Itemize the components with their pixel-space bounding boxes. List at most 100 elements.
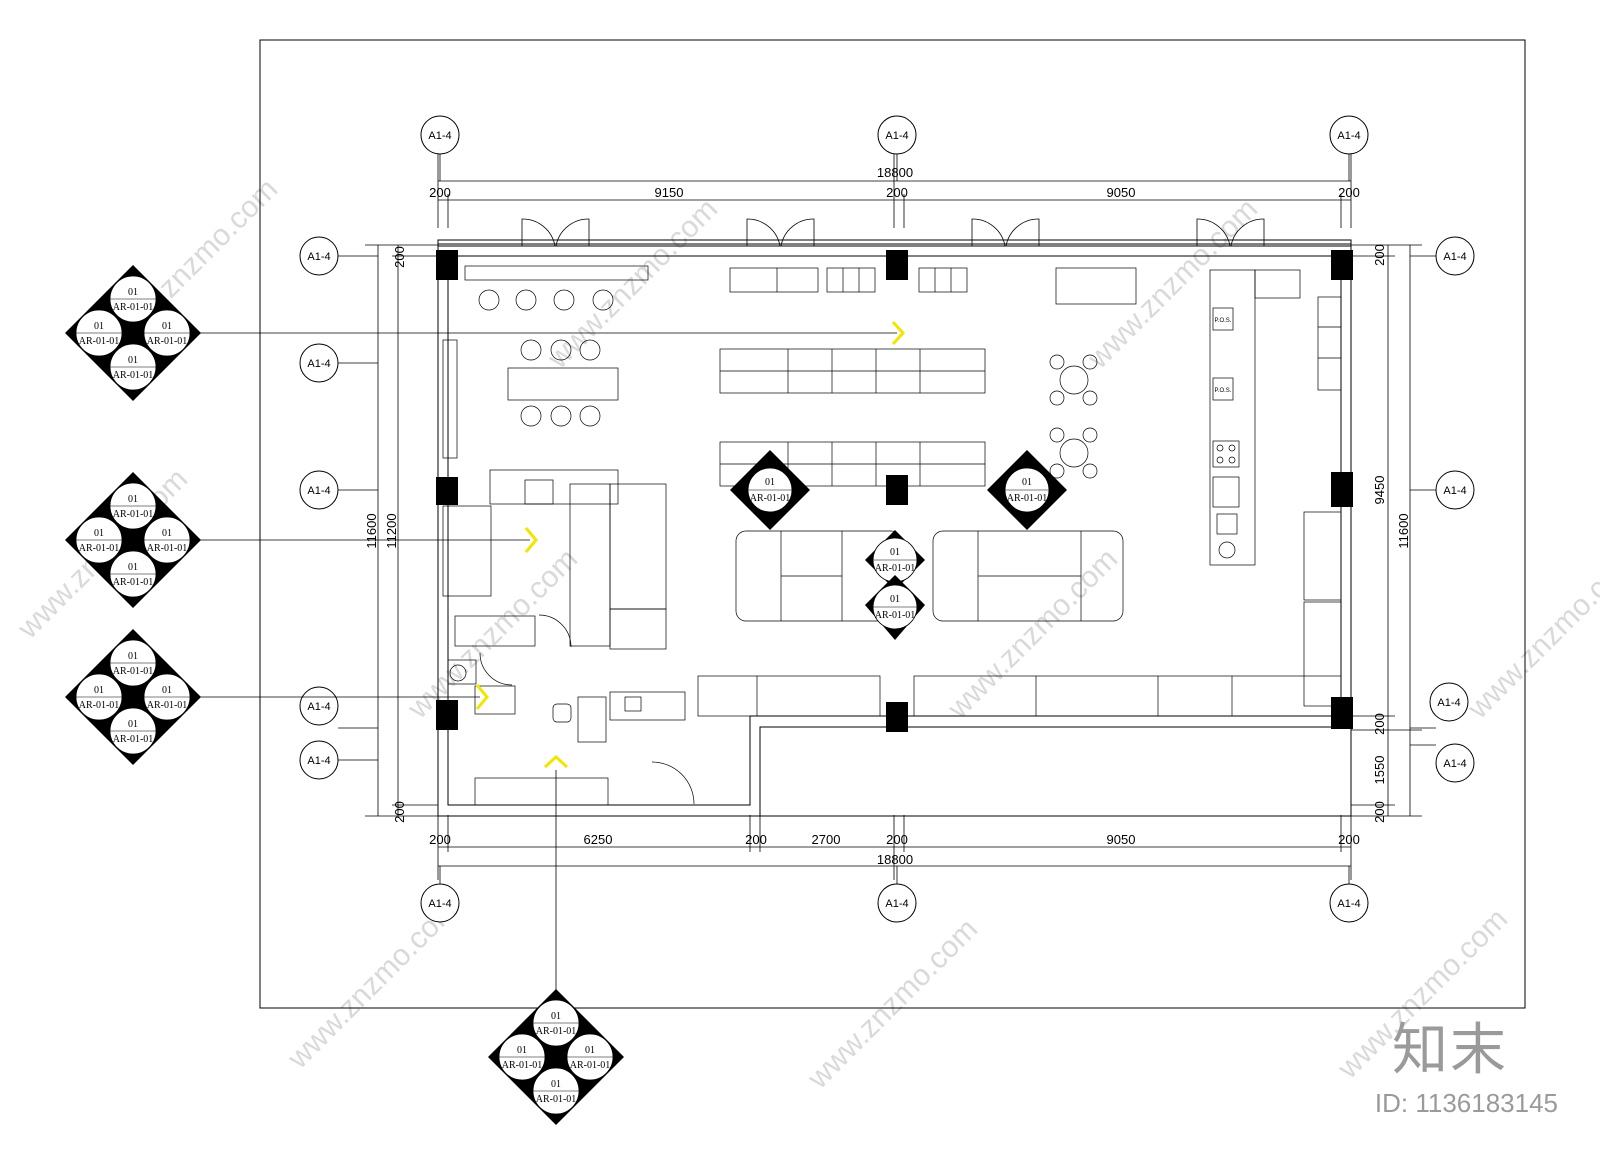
marker-sheet: AR-01-01	[570, 1060, 611, 1071]
marker-leaders	[200, 332, 897, 990]
grid-label: A1-4	[1337, 898, 1360, 910]
marker-sheet: AR-01-01	[113, 734, 154, 745]
dim-bottom-seg: 200	[745, 832, 767, 847]
marker-sheet: AR-01-01	[113, 666, 154, 677]
watermark-text: www.znzmo.com	[541, 192, 724, 375]
dim-left-inner: 11200	[384, 513, 399, 548]
dim-right-low: 1550	[1372, 756, 1387, 785]
left-dimensions	[365, 244, 438, 817]
pos-label: P.O.S.	[1215, 318, 1232, 324]
dim-right-top: 200	[1372, 244, 1387, 266]
dim-right-bottom: 200	[1372, 801, 1387, 823]
grid-label: A1-4	[1337, 130, 1360, 142]
marker-sheet: AR-01-01	[536, 1026, 577, 1037]
right-dimensions	[1351, 244, 1422, 817]
dim-right-outer: 11600	[1396, 513, 1411, 548]
marker-number: 01	[128, 287, 138, 298]
marker-sheet: AR-01-01	[79, 700, 120, 711]
grid-bubble-labels: A1-4 A1-4 A1-4 A1-4 A1-4 A1-4 A1-4 A1-4 …	[307, 130, 1466, 910]
marker-number: 01	[551, 1079, 561, 1090]
marker-number: 01	[585, 1045, 595, 1056]
marker-number: 01	[517, 1045, 527, 1056]
marker-sheet: AR-01-01	[113, 370, 154, 381]
marker-diamond	[65, 265, 201, 401]
marker-sheet: AR-01-01	[750, 493, 791, 504]
elevation-marker-small: 01 AR-01-01	[987, 450, 1067, 530]
marker-sheet: AR-01-01	[502, 1060, 543, 1071]
marker-number: 01	[94, 685, 104, 696]
columns	[436, 250, 1353, 732]
grid-bubble-leaders	[338, 154, 1436, 884]
grid-label: A1-4	[307, 701, 330, 713]
marker-sheet: AR-01-01	[113, 302, 154, 313]
marker-sheet: AR-01-01	[147, 700, 188, 711]
dim-bottom-seg: 6250	[584, 832, 613, 847]
pos-label: P.O.S.	[1215, 388, 1232, 394]
marker-sheet: AR-01-01	[875, 563, 916, 574]
dim-bottom-seg: 9050	[1107, 832, 1136, 847]
watermark-text: www.znzmo.com	[801, 912, 984, 1095]
dim-bottom-seg: 200	[886, 832, 908, 847]
grid-label: A1-4	[1443, 758, 1466, 770]
view-arrows	[475, 320, 906, 769]
marker-number: 01	[890, 594, 900, 605]
elevation-marker-small: 01 AR-01-01	[865, 575, 925, 640]
marker-number: 01	[1022, 477, 1032, 488]
entrance-doors	[521, 218, 1265, 247]
grid-label: A1-4	[428, 898, 451, 910]
marker-sheet: AR-01-01	[147, 543, 188, 554]
grid-label: A1-4	[1443, 251, 1466, 263]
dim-bottom-seg: 200	[429, 832, 451, 847]
dim-right-mid: 200	[1372, 713, 1387, 735]
marker-sheet: AR-01-01	[1007, 493, 1048, 504]
grid-label: A1-4	[1437, 697, 1460, 709]
dim-top-seg: 9150	[655, 185, 684, 200]
watermark-text: www.znzmo.com	[941, 542, 1124, 725]
grid-label: A1-4	[307, 251, 330, 263]
dim-left-outer: 11600	[364, 513, 379, 548]
marker-number: 01	[765, 477, 775, 488]
marker-number: 01	[128, 651, 138, 662]
grid-label: A1-4	[307, 358, 330, 370]
marker-number: 01	[94, 528, 104, 539]
watermark-text: www.znzmo.com	[1081, 192, 1264, 375]
dim-bottom-seg: 200	[1338, 832, 1360, 847]
marker-number: 01	[94, 321, 104, 332]
marker-diamond	[65, 629, 201, 765]
sheet-frame	[259, 39, 1526, 1009]
brand-logo: 知末	[1392, 1018, 1508, 1083]
grid-label: A1-4	[307, 485, 330, 497]
dim-left-top: 200	[392, 246, 407, 268]
grid-bubbles	[299, 115, 1475, 923]
marker-sheet: AR-01-01	[79, 336, 120, 347]
section-marker-group: 01AR-01-0101AR-01-0101AR-01-0101AR-01-01…	[65, 265, 624, 1125]
grid-label: A1-4	[307, 755, 330, 767]
dim-total-top: 18800	[877, 165, 913, 180]
marker-number: 01	[890, 547, 900, 558]
marker-number: 01	[128, 562, 138, 573]
furniture	[442, 265, 1342, 806]
marker-number: 01	[128, 355, 138, 366]
grid-label: A1-4	[885, 130, 908, 142]
top-dimensions	[437, 150, 1352, 228]
grid-label: A1-4	[428, 130, 451, 142]
marker-number: 01	[162, 321, 172, 332]
marker-sheet: AR-01-01	[79, 543, 120, 554]
grid-label: A1-4	[885, 898, 908, 910]
marker-number: 01	[128, 719, 138, 730]
marker-sheet: AR-01-01	[147, 336, 188, 347]
marker-diamond	[65, 472, 201, 608]
dim-top-seg: 200	[1338, 185, 1360, 200]
dim-top-seg: 200	[886, 185, 908, 200]
grid-label: A1-4	[1443, 485, 1466, 497]
marker-sheet: AR-01-01	[113, 577, 154, 588]
marker-sheet: AR-01-01	[113, 509, 154, 520]
dim-top-seg: 200	[429, 185, 451, 200]
watermark-text: www.znzmo.com	[1461, 542, 1600, 725]
dim-bottom-seg: 2700	[812, 832, 841, 847]
bottom-dimensions	[437, 815, 1352, 880]
